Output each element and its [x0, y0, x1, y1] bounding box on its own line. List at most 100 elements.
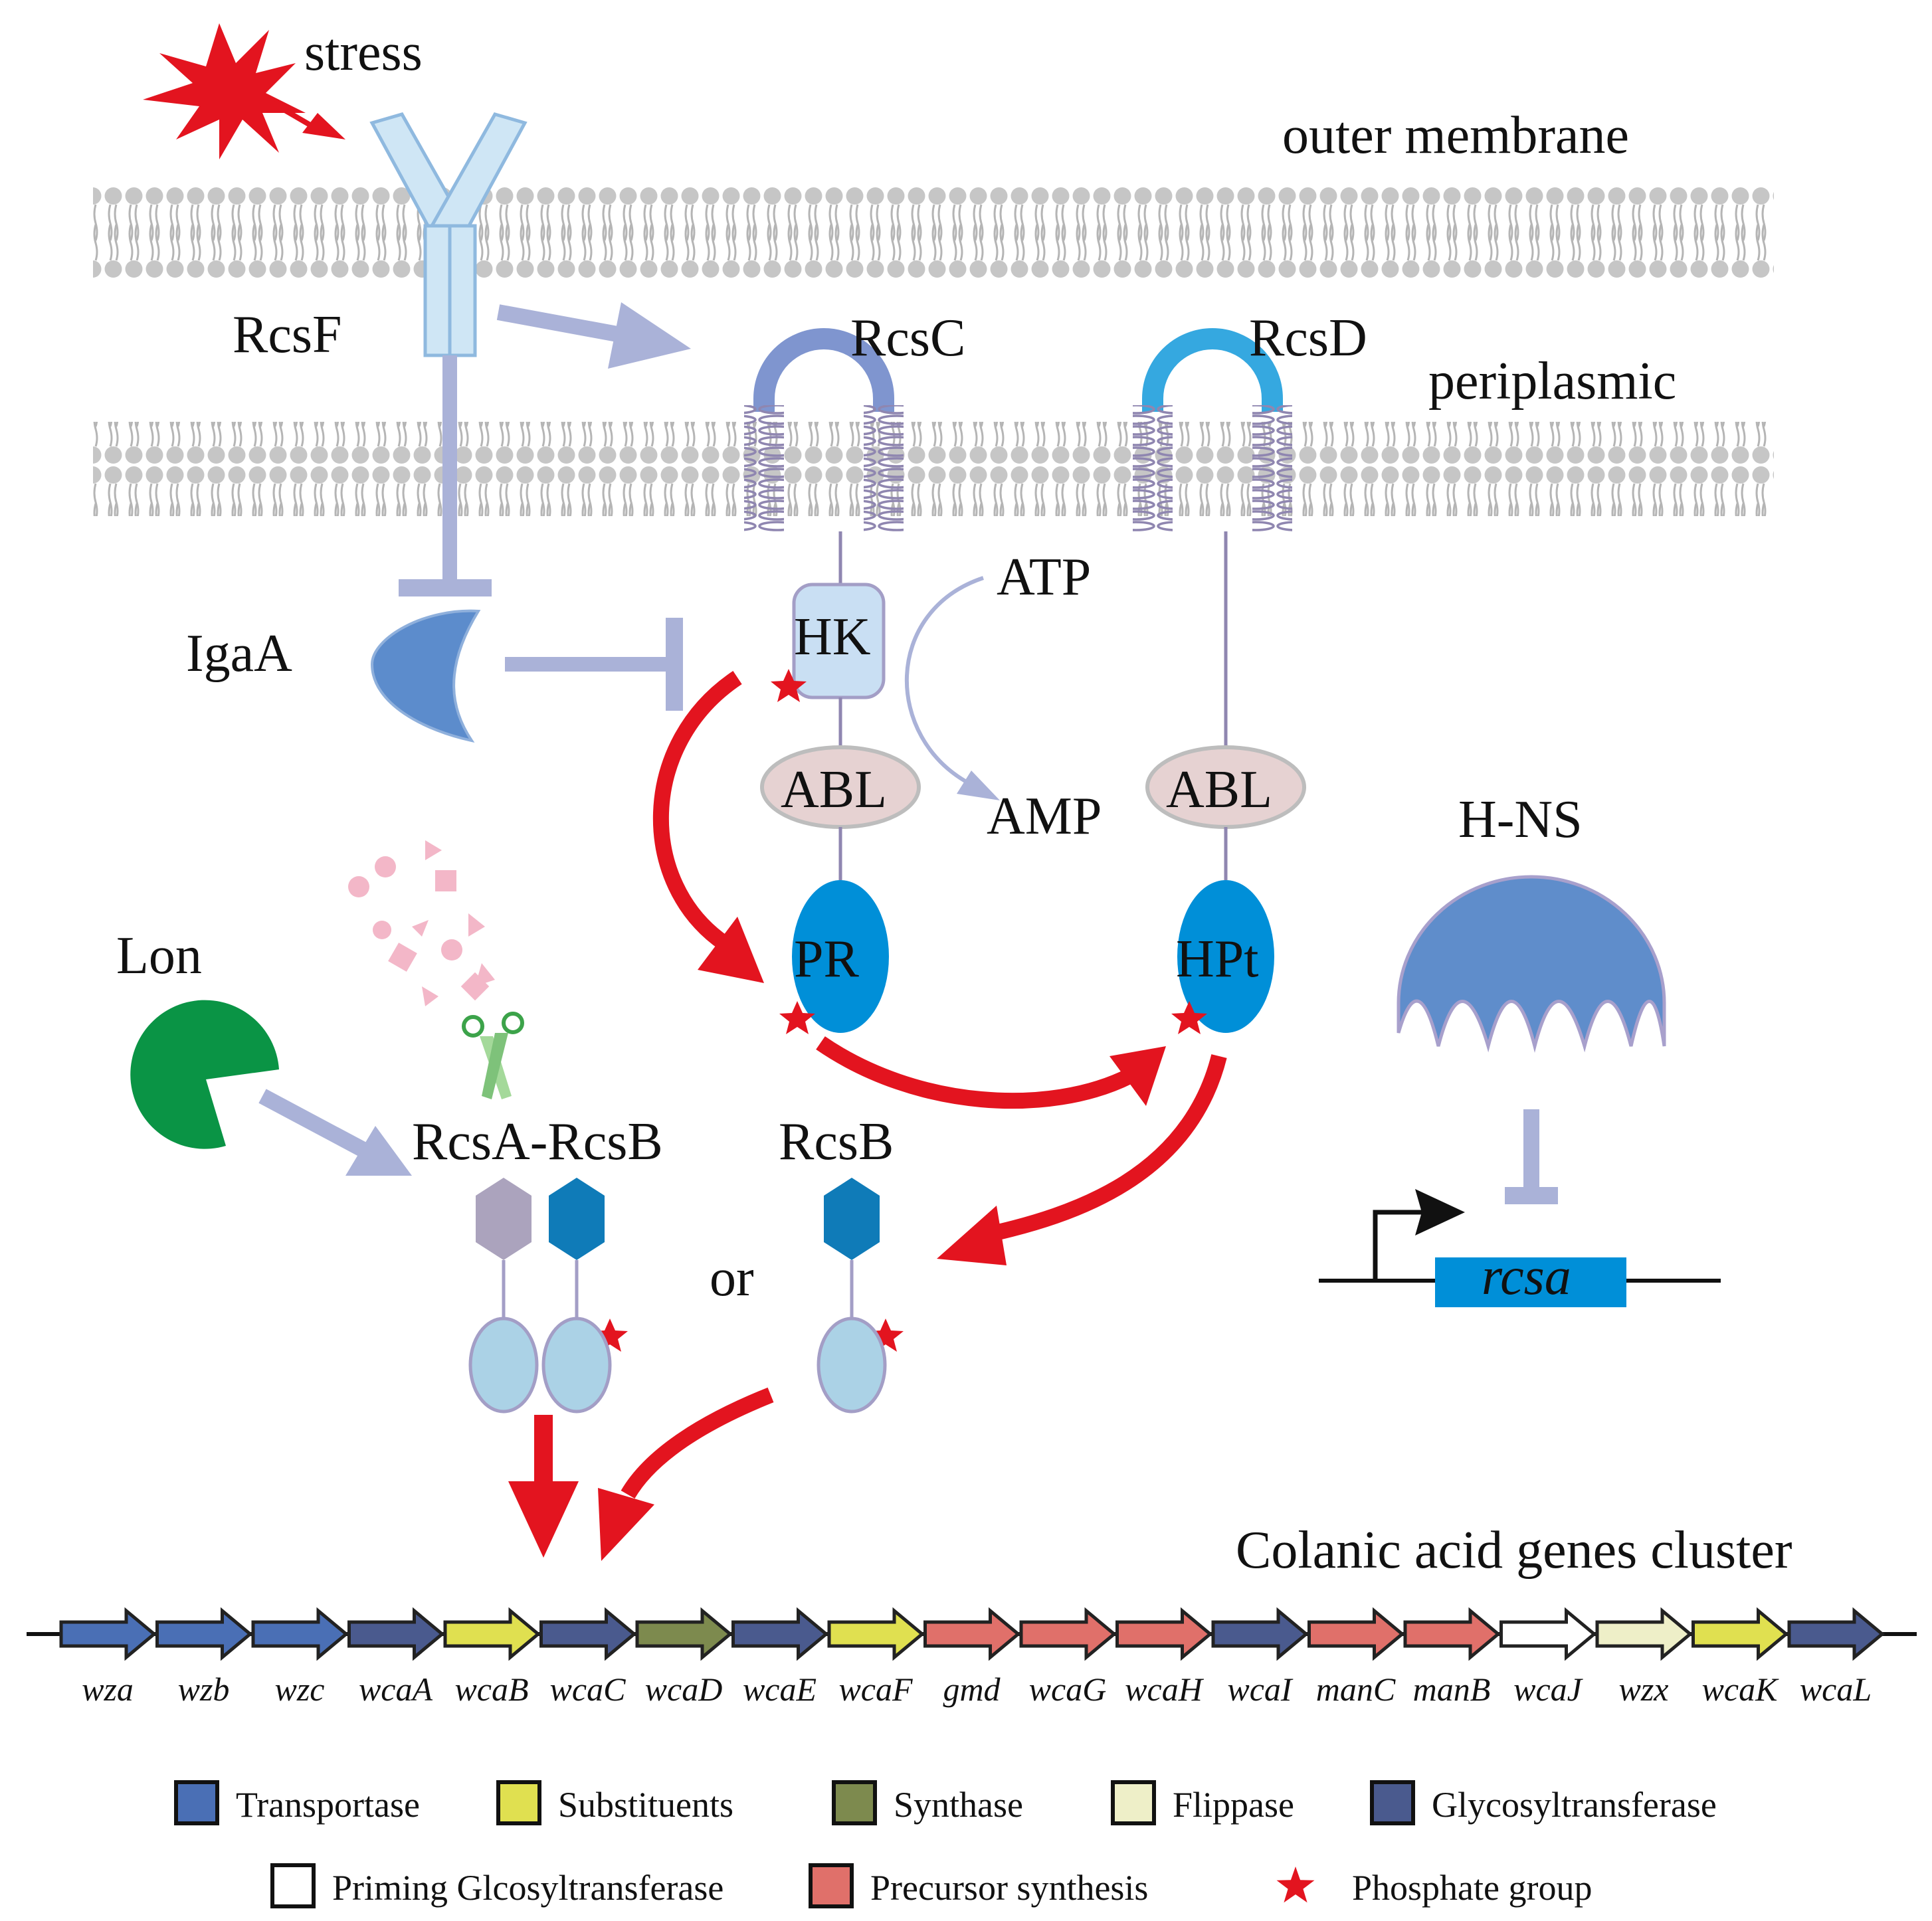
- gene-arrow-wcaD: [635, 1607, 733, 1661]
- phosphate-icon: [779, 1001, 815, 1034]
- gene-arrow-wcaF: [827, 1607, 925, 1661]
- legend-label: Precursor synthesis: [870, 1868, 1148, 1908]
- gene-label: wcaB: [454, 1671, 528, 1708]
- gene-label: wcaE: [743, 1671, 817, 1708]
- stress-burst-icon: [143, 23, 345, 159]
- rcsc-protein: [744, 328, 921, 1033]
- legend-label: Flippase: [1173, 1785, 1294, 1825]
- legend-item-phosphate: Phosphate group: [1276, 1867, 1592, 1908]
- gene-label: wcaI: [1227, 1671, 1294, 1708]
- gene-arrow-wcaC: [539, 1607, 637, 1661]
- gene-arrow-wza: [59, 1607, 157, 1661]
- rcsd-protein: [1133, 328, 1306, 1033]
- amp-label: AMP: [987, 787, 1102, 846]
- gene-arrow-wcaG: [1019, 1607, 1117, 1661]
- gene-label: wcaD: [645, 1671, 723, 1708]
- legend-label: Substituents: [558, 1785, 733, 1825]
- rcsf-to-rcsc-arrow: [496, 302, 691, 369]
- legend-item-flippase: Flippase: [1111, 1780, 1294, 1825]
- rcsa-gene: [1435, 1257, 1626, 1307]
- lon-label: Lon: [116, 927, 202, 985]
- gene-arrow-wcaJ: [1499, 1607, 1597, 1661]
- abl-label-rcsc: ABL: [781, 761, 887, 819]
- pr-to-hpt-arrow: [816, 1036, 1166, 1109]
- pr-label: PR: [794, 930, 859, 988]
- hpt-to-rcsb-arrow: [937, 1054, 1227, 1265]
- gene-label: wzc: [275, 1671, 325, 1708]
- rcsf-label: RcsF: [233, 306, 342, 364]
- hpt-domain: [1177, 880, 1274, 1033]
- degraded-fragments: [348, 840, 495, 1006]
- rcsc-label: RcsC: [850, 309, 965, 367]
- legend-item-glycosyltransferase: Glycosyltransferase: [1370, 1780, 1717, 1825]
- legend-item-priming: Priming Glcosyltransferase: [270, 1863, 724, 1908]
- legend-label: Phosphate group: [1352, 1868, 1592, 1908]
- rcsa-rcsb-complex: [468, 1178, 612, 1414]
- phosphate-icon: [1171, 1001, 1207, 1034]
- gene-label: wcaC: [550, 1671, 627, 1708]
- igaa-protein: [370, 609, 481, 743]
- gene-label: wza: [82, 1671, 134, 1708]
- legend-label: Priming Glcosyltransferase: [332, 1868, 724, 1908]
- gene-arrow-wcaE: [731, 1607, 829, 1661]
- outer-membrane: [93, 186, 1774, 280]
- gene-label: wcaF: [838, 1671, 913, 1708]
- legend-item-substituents: Substituents: [496, 1780, 733, 1825]
- rcsa-gene-locus: [1319, 1189, 1721, 1307]
- phosphate-icon: [771, 669, 807, 702]
- gene-arrow-wzx: [1595, 1607, 1693, 1661]
- rcsd-label: RcsD: [1249, 309, 1367, 367]
- gene-label: wcaJ: [1513, 1671, 1584, 1708]
- rcsa-rcsb-label: RcsA-RcsB: [412, 1113, 663, 1171]
- gene-label: manB: [1413, 1671, 1491, 1708]
- gene-label: wcaG: [1029, 1671, 1107, 1708]
- hpt-label: HPt: [1176, 930, 1259, 988]
- atp-to-amp-arrow: [904, 576, 1000, 800]
- hns-label: H-NS: [1458, 790, 1583, 849]
- phosphate-icon: [1276, 1867, 1315, 1903]
- hns-inhibits-rcsa: [1505, 1109, 1558, 1204]
- legend: Transportase Substituents Synthase Flippase…: [174, 1780, 1717, 1908]
- rcsb-to-cluster-arrow: [598, 1387, 774, 1561]
- legend-label: Transportase: [236, 1785, 420, 1825]
- gene-arrow-wcaA: [347, 1607, 445, 1661]
- igaa-label: IgaA: [186, 624, 292, 683]
- atp-label: ATP: [997, 548, 1091, 606]
- rcsf-inhibits-igaa: [399, 355, 492, 596]
- legend-item-transportase: Transportase: [174, 1780, 420, 1825]
- gene-arrow-wzb: [155, 1607, 253, 1661]
- gene-label: wcaL: [1800, 1671, 1872, 1708]
- igaa-inhibits-rcsc: [505, 618, 683, 711]
- hk-label: HK: [794, 608, 871, 666]
- gene-arrow-manC: [1307, 1607, 1405, 1661]
- outer-membrane-label: outer membrane: [1282, 106, 1629, 165]
- gene-arrow-wzc: [251, 1607, 349, 1661]
- or-label: or: [710, 1249, 754, 1307]
- gene-label: wcaH: [1125, 1671, 1205, 1708]
- complex-to-cluster-arrow: [508, 1415, 579, 1558]
- legend-item-precursor: Precursor synthesis: [809, 1863, 1148, 1908]
- hk-to-pr-arrow: [653, 671, 764, 983]
- legend-label: Glycosyltransferase: [1432, 1785, 1717, 1825]
- lon-to-rcsa-arrow: [258, 1089, 412, 1176]
- gene-label: wzx: [1619, 1671, 1669, 1708]
- abl-label-rcsd: ABL: [1166, 761, 1272, 819]
- periplasmic-label: periplasmic: [1428, 352, 1676, 411]
- gene-label: wzb: [178, 1671, 230, 1708]
- gene-arrow-gmd: [923, 1607, 1021, 1661]
- gene-label: wcaK: [1702, 1671, 1780, 1708]
- legend-item-synthase: Synthase: [832, 1780, 1023, 1825]
- rcsb-alone: [817, 1178, 887, 1414]
- hns-protein: [1397, 875, 1666, 1053]
- gene-arrow-wcaB: [443, 1607, 541, 1661]
- rcsa-gene-label: rcsa: [1482, 1247, 1571, 1306]
- gene-label: manC: [1316, 1671, 1396, 1708]
- gene-label: wcaA: [359, 1671, 433, 1708]
- cluster-title: Colanic acid genes cluster: [1236, 1521, 1792, 1580]
- rcsb-domain: [549, 1178, 605, 1260]
- pr-domain: [792, 880, 889, 1033]
- gene-arrow-wcaI: [1211, 1607, 1309, 1661]
- lon-protein: [130, 1000, 279, 1149]
